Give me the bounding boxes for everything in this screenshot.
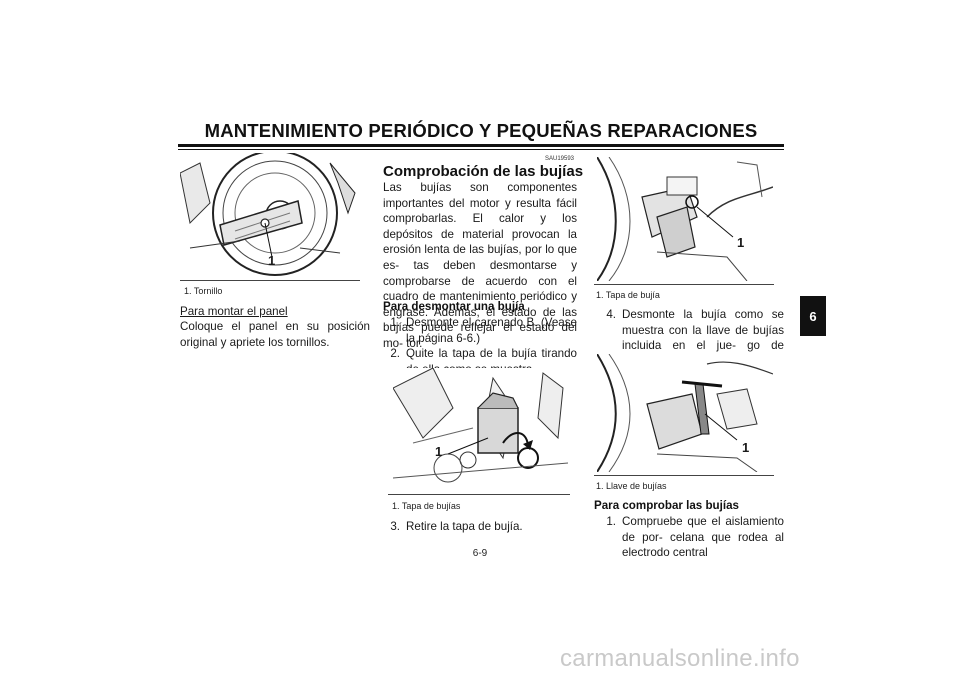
step-number: 1. [390,316,400,329]
figure-plug-cap-removal: 1 [393,368,568,490]
list-item: 1. Desmonte el carenado B. (Vease la pág… [378,315,577,346]
figure-callout: 1 [435,444,443,459]
step3-list: 3. Retire la tapa de bujía. [378,519,577,535]
header-rule-thin [178,149,784,150]
caption-rule [180,280,360,281]
page-number: 6-9 [472,548,488,559]
figure-caption: 1. Tapa de bujías [392,501,461,511]
mount-panel-paragraph: Coloque el panel en su posición original… [180,320,370,349]
figure-callout: 1 [268,253,276,268]
figure-callout: 1 [737,235,745,250]
step-text: Compruebe que el aislamiento de por- cel… [622,515,784,560]
figure-caption: 1. Tornillo [184,286,223,296]
step-text: Desmonte el carenado B. (Vease la página… [406,316,577,345]
document-code: SAU19593 [545,156,575,162]
caption-rule [594,475,774,476]
chapter-tab: 6 [800,296,826,336]
step-number: 2. [390,347,400,361]
list-item: 3. Retire la tapa de bujía. [378,519,577,535]
section-title: Comprobación de las bujías [383,163,584,180]
step-number: 3. [390,520,400,533]
check-steps-list: 1. Compruebe que el aislamiento de por- … [594,514,784,561]
scooter-rear-wheel-illustration [180,153,356,276]
list-item: 1. Compruebe que el aislamiento de por- … [594,514,784,561]
subheading-mount-panel: Para montar el panel [180,305,288,318]
header-rule-thick [178,144,784,147]
watermark: carmanualsonline.info [560,645,800,672]
figure-panel-screw: 1 [180,153,360,277]
figure-plug-cap: 1 [597,157,773,281]
intro-paragraph: Las bujías son componentes importantes d… [383,181,577,350]
figure-caption: 1. Tapa de bujía [596,290,660,300]
figure-callout: 1 [742,440,750,455]
subheading-remove-plug: Para desmontar una bujía [383,300,525,313]
subheading-check-plugs: Para comprobar las bujías [594,499,739,512]
chapter-tab-label: 6 [809,308,817,324]
spark-plug-wrench-illustration [597,354,773,472]
page-title: MANTENIMIENTO PERIÓDICO Y PEQUEÑAS REPAR… [204,120,758,141]
figure-caption: 1. Llave de bujías [596,481,667,491]
caption-rule [388,494,570,495]
step-number: 4. [606,308,616,321]
step-number: 1. [606,515,616,528]
figure-plug-wrench: 1 [597,354,773,472]
step-text: Retire la tapa de bujía. [406,520,523,533]
engine-plug-cap-illustration [393,368,568,483]
engine-plug-cap-closeup [597,157,773,281]
page-header: MANTENIMIENTO PERIÓDICO Y PEQUEÑAS REPAR… [178,120,784,150]
caption-rule [594,284,774,285]
